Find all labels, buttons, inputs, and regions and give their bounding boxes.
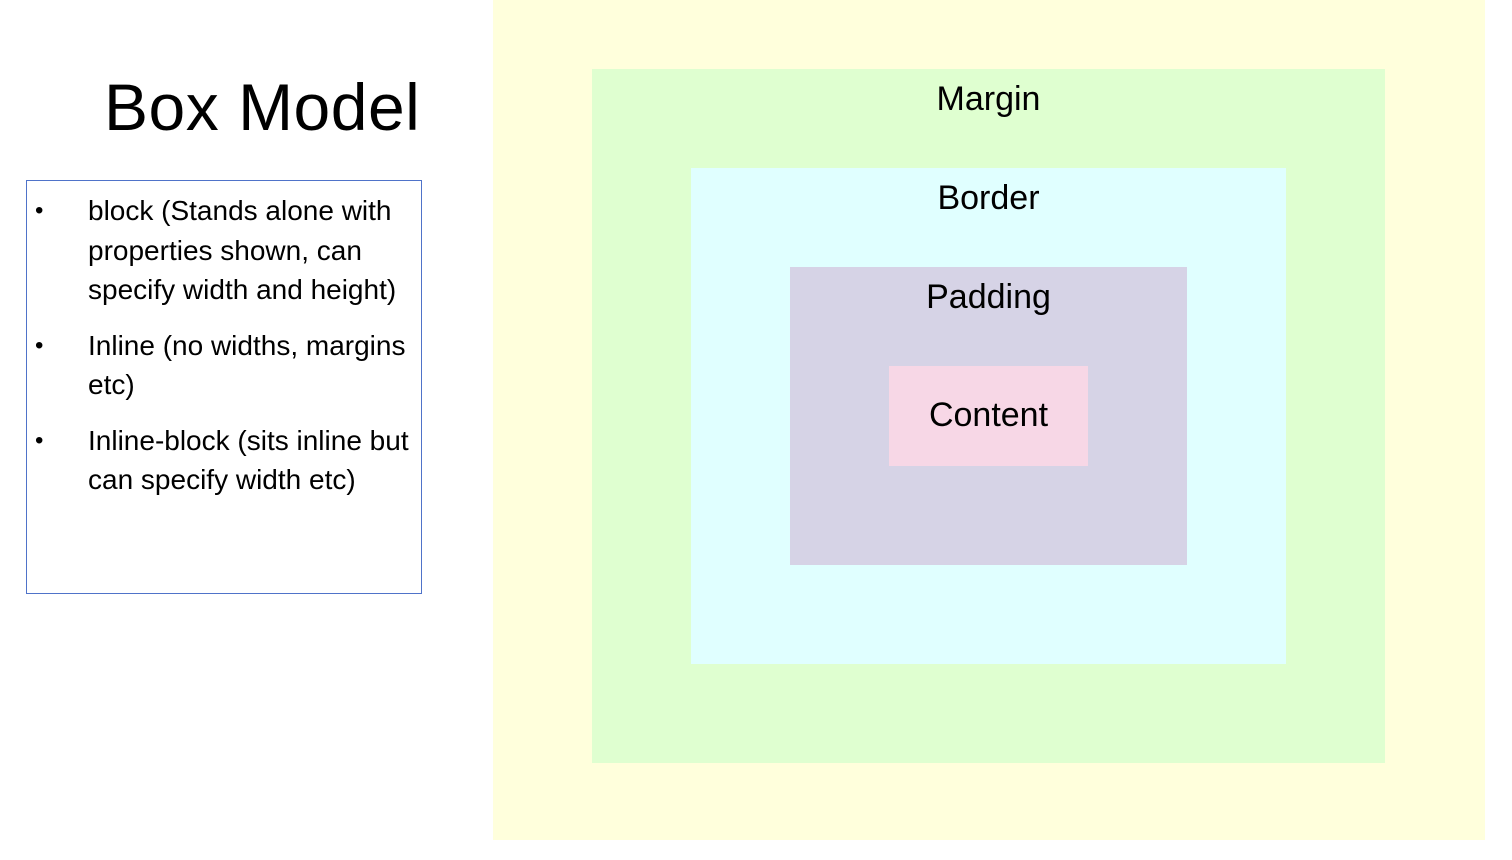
bullet-list: • block (Stands alone with properties sh… [27,191,411,500]
content-label: Content [928,396,1049,434]
border-label: Border [937,179,1040,217]
bullet-text: block (Stands alone with properties show… [88,195,397,305]
margin-label: Margin [936,80,1041,118]
bullet-dot-icon: • [35,426,44,454]
bullet-text: Inline (no widths, margins etc) [88,329,406,401]
bullet-dot-icon: • [35,331,44,359]
padding-label: Padding [926,278,1051,316]
bullet-text: Inline-block (sits inline but can specif… [88,424,409,496]
bullet-textbox: • block (Stands alone with properties sh… [26,180,422,594]
bullet-item-inline-block: • Inline-block (sits inline but can spec… [27,421,411,500]
bullet-item-block: • block (Stands alone with properties sh… [27,191,411,310]
bullet-dot-icon: • [35,197,44,224]
slide-title: Box Model [104,70,421,144]
content-box: Content [889,366,1088,466]
bullet-item-inline: • Inline (no widths, margins etc) [27,326,411,405]
